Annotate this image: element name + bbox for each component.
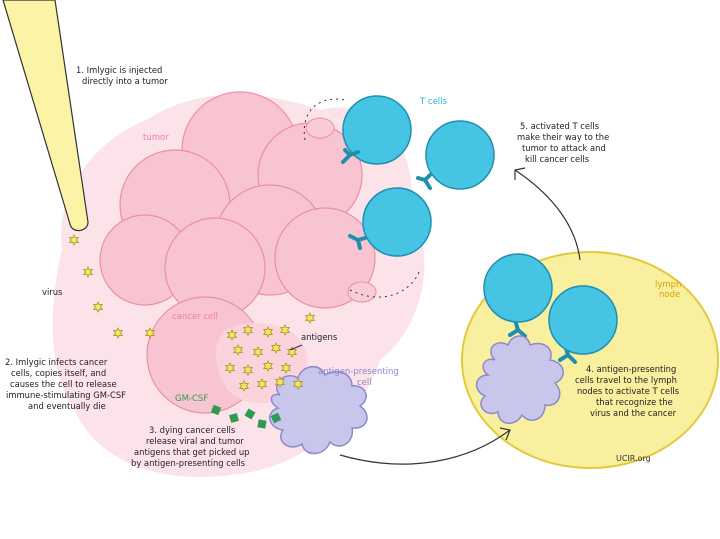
svg-text:virus and the cancer: virus and the cancer	[590, 408, 677, 418]
svg-text:and eventually die: and eventually die	[28, 401, 106, 411]
virus-particle	[280, 362, 292, 374]
virus-particle	[226, 329, 238, 341]
t-cell	[483, 253, 553, 323]
lymph-label-1: lymph	[655, 280, 681, 290]
antigens-label: antigens	[301, 332, 337, 342]
virus-particle	[270, 342, 282, 354]
tumor-label: tumor	[143, 133, 169, 143]
gm-csf-particle	[210, 404, 222, 416]
attack-arc	[303, 98, 346, 141]
arrow-lymph-to-tumor-head	[514, 167, 526, 180]
credit-label: UCIR.org	[616, 454, 651, 463]
svg-text:that recognize the: that recognize the	[596, 397, 673, 407]
virus-particle	[238, 380, 250, 392]
t-cell	[342, 95, 412, 165]
antigen-presenting-cell	[269, 366, 368, 455]
lymph-label-2: node	[659, 290, 680, 300]
virus-particle	[242, 324, 254, 336]
gm-csf-particle	[270, 412, 282, 424]
virus-particle	[224, 362, 236, 374]
step-3-text: 3. dying cancer cells release viral and …	[131, 425, 250, 468]
attack-arc	[349, 269, 421, 298]
svg-text:make their way to the: make their way to the	[517, 132, 609, 142]
virus-label: virus	[42, 287, 62, 297]
gm-csf-label: GM-CSF	[175, 394, 208, 404]
svg-text:3. dying cancer cells: 3. dying cancer cells	[149, 425, 235, 435]
viruses	[68, 234, 316, 392]
virus-particle	[112, 327, 124, 339]
step-5-text: 5. activated T cells make their way to t…	[517, 121, 609, 164]
virus-particle	[242, 364, 254, 376]
cancer-cell-label: cancer cell	[172, 312, 218, 322]
svg-text:release viral and tumor: release viral and tumor	[146, 436, 244, 446]
svg-text:1. Imlygic is injected: 1. Imlygic is injected	[76, 65, 162, 75]
gm-csf-particle	[244, 408, 256, 420]
apc-label-2: cell	[357, 378, 372, 388]
virus-particle	[144, 327, 156, 339]
svg-text:2. Imlygic infects cancer: 2. Imlygic infects cancer	[5, 357, 108, 367]
virus-particle	[256, 378, 268, 390]
syringe-needle	[2, 0, 89, 232]
svg-text:by antigen-presenting cells: by antigen-presenting cells	[131, 458, 245, 468]
virus-particle	[292, 378, 304, 390]
svg-text:tumor to attack and: tumor to attack and	[522, 143, 606, 153]
svg-text:5. activated T cells: 5. activated T cells	[520, 121, 599, 131]
step-4-text: 4. antigen-presenting cells travel to th…	[575, 364, 679, 418]
arrow-lymph-to-tumor	[514, 169, 581, 261]
t-cells-tumor	[342, 95, 495, 257]
virus-particle	[274, 376, 286, 388]
svg-text:4. antigen-presenting: 4. antigen-presenting	[586, 364, 676, 374]
virus-particle	[252, 346, 264, 358]
virus-particle	[82, 266, 94, 278]
virus-particle	[92, 301, 104, 313]
gm-csf-particle	[257, 419, 267, 429]
t-cell	[425, 120, 495, 190]
t-cell	[548, 285, 618, 355]
gm-csf-particle	[229, 413, 239, 423]
virus-particle	[262, 326, 274, 338]
cancer-cell-cluster	[99, 91, 376, 414]
t-cell	[362, 187, 432, 257]
svg-text:immune-stimulating GM-CSF: immune-stimulating GM-CSF	[6, 390, 126, 400]
antigen-presenting-cell-lymph	[476, 335, 564, 424]
virus-particle	[262, 360, 274, 372]
t-cells-label: T cells	[419, 97, 448, 107]
svg-text:directly into a tumor: directly into a tumor	[82, 76, 168, 86]
step-1-text: 1. Imlygic is injected directly into a t…	[76, 65, 168, 86]
virus-particle	[279, 324, 291, 336]
virus-particle	[286, 346, 298, 358]
virus-particle	[68, 234, 80, 246]
step-2-text: 2. Imlygic infects cancer cells, copies …	[5, 357, 126, 411]
arrows	[289, 167, 581, 465]
apc-label-1: antigen-presenting	[318, 367, 399, 377]
svg-text:antigens that get picked up: antigens that get picked up	[134, 447, 250, 457]
virus-particle	[304, 312, 316, 324]
t-cells-lymph	[483, 253, 618, 355]
gm-csf-particles	[210, 404, 282, 429]
arrow-apc-to-lymph-head	[499, 427, 511, 441]
antigen-pointer	[289, 344, 303, 351]
svg-text:cells travel to the lymph: cells travel to the lymph	[575, 375, 677, 385]
svg-text:nodes to activate T cells: nodes to activate T cells	[577, 386, 679, 396]
virus-particle	[232, 344, 244, 356]
contact-puffs	[305, 117, 377, 303]
svg-text:cells, copies itself, and: cells, copies itself, and	[11, 368, 106, 378]
svg-text:kill cancer cells: kill cancer cells	[525, 154, 589, 164]
svg-text:causes the cell to release: causes the cell to release	[10, 379, 117, 389]
arrow-apc-to-lymph	[339, 429, 511, 465]
